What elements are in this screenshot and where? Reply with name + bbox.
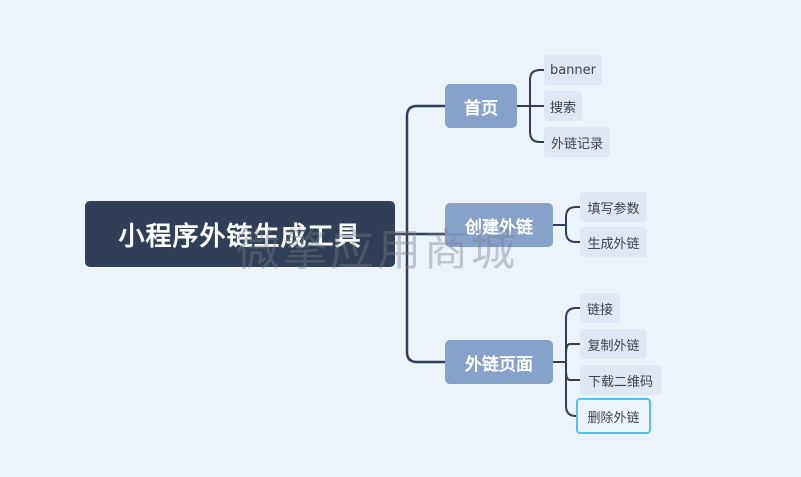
create-children-connector xyxy=(553,206,580,243)
branch-node-link-page[interactable]: 外链页面 xyxy=(445,340,553,384)
page-children-connector xyxy=(517,307,580,417)
leaf-node-link[interactable]: 链接 xyxy=(580,293,620,323)
root-to-branches-connector xyxy=(395,104,445,364)
leaf-node-link-records[interactable]: 外链记录 xyxy=(544,127,610,157)
leaf-node-download-qrcode[interactable]: 下载二维码 xyxy=(580,365,661,395)
root-node[interactable]: 小程序外链生成工具 xyxy=(85,201,395,267)
home-children-connector xyxy=(517,69,544,143)
leaf-node-delete-link[interactable]: 删除外链 xyxy=(576,398,651,434)
leaf-node-search[interactable]: 搜索 xyxy=(544,91,582,121)
branch-node-create-link[interactable]: 创建外链 xyxy=(445,203,553,247)
leaf-node-generate-link[interactable]: 生成外链 xyxy=(580,227,647,257)
leaf-node-fill-params[interactable]: 填写参数 xyxy=(580,192,647,222)
leaf-node-copy-link[interactable]: 复制外链 xyxy=(580,329,647,359)
branch-node-home[interactable]: 首页 xyxy=(445,84,517,128)
leaf-node-banner[interactable]: banner xyxy=(544,55,602,85)
